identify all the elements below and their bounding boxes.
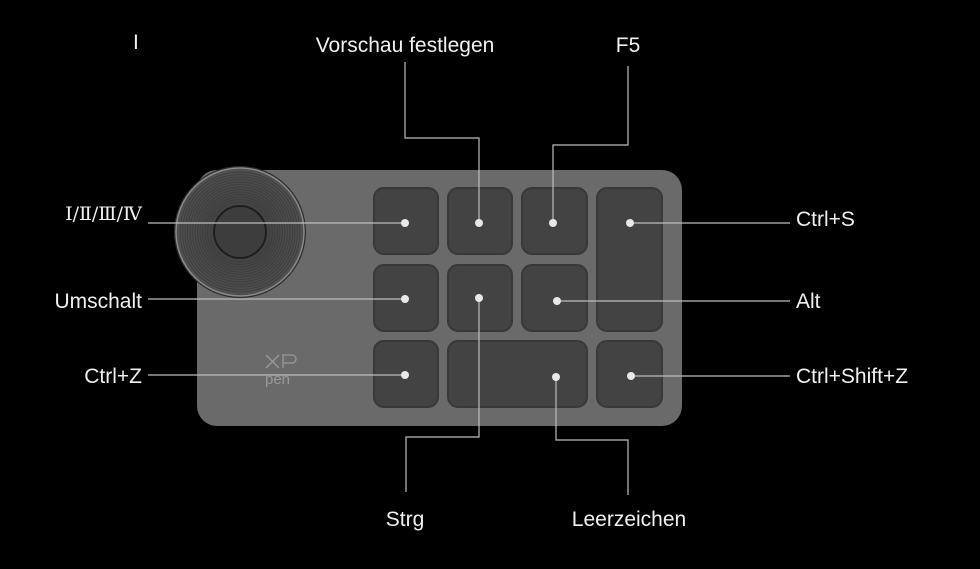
dial-ring — [207, 199, 273, 265]
label-key-2: F5 — [615, 34, 641, 57]
label-key-4: Umschalt — [54, 290, 142, 313]
callout-dots — [401, 219, 635, 381]
label-key-9: Leerzeichen — [571, 508, 687, 531]
dial-ring — [189, 181, 291, 283]
label-key-7: Ctrl+Shift+Z — [796, 365, 909, 388]
svg-text:pen: pen — [265, 371, 290, 388]
dial-ring — [194, 186, 286, 278]
dial-ring — [184, 176, 296, 288]
label-key-3: Ctrl+S — [796, 208, 855, 231]
dial-ring — [187, 179, 293, 285]
callout-lines — [148, 62, 790, 495]
label-dial-modes: Ⅰ/Ⅱ/Ⅲ/Ⅳ — [65, 203, 142, 225]
dial-ring — [182, 174, 298, 290]
dial-ring — [202, 194, 278, 270]
label-dial-button: I — [133, 31, 139, 54]
dial-ring — [209, 201, 271, 263]
dial[interactable] — [174, 166, 306, 298]
label-key-6: Ctrl+Z — [84, 365, 142, 388]
label-key-8: Strg — [385, 508, 425, 531]
label-key-1: Vorschau festlegen — [315, 34, 495, 57]
dial-center-button[interactable] — [213, 205, 267, 259]
key-tall[interactable] — [596, 187, 663, 332]
dial-ring — [199, 191, 281, 273]
dial-ring — [204, 196, 276, 268]
label-key-5: Alt — [796, 290, 821, 313]
key-wide[interactable] — [447, 340, 588, 408]
dial-ring — [192, 184, 288, 280]
dial-ring — [179, 171, 301, 293]
dial-ring — [197, 189, 283, 275]
